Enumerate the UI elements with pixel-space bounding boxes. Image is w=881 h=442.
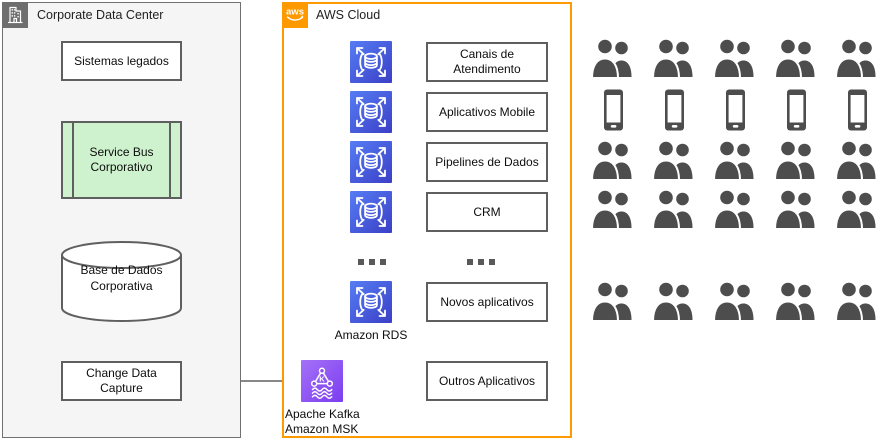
users-group-icon [652, 280, 697, 322]
process-bar [169, 123, 171, 197]
users-group-icon [774, 37, 819, 79]
users-group-icon [774, 280, 819, 322]
node-label: Novos aplicativos [440, 294, 534, 309]
users-group-icon [713, 139, 758, 181]
smartphone-icon [835, 89, 880, 131]
users-group-icon [774, 188, 819, 230]
users-group-icon [652, 139, 697, 181]
node-service-bus: Service Bus Corporativo [61, 121, 182, 199]
users-group-icon [652, 37, 697, 79]
users-group-icon [591, 139, 636, 181]
users-group-icon [713, 280, 758, 322]
kafka-label-line1: Apache Kafka [285, 407, 360, 421]
node-label: CRM [473, 204, 501, 219]
users-group-icon [835, 37, 880, 79]
kafka-label: Apache Kafka Amazon MSK [285, 407, 360, 436]
node-pipelines-de-dados: Pipelines de Dados [426, 142, 548, 182]
node-database-cylinder: Base de Dados Corporativa [61, 240, 182, 323]
users-group-icon [835, 188, 880, 230]
ellipsis-dots [467, 259, 495, 265]
users-group-icon [591, 188, 636, 230]
kafka-label-line2: Amazon MSK [285, 421, 359, 436]
node-label: Outros Aplicativos [438, 373, 536, 388]
aws-frame-title: AWS Cloud [316, 8, 381, 22]
node-label: Change Data Capture [86, 366, 157, 395]
node-change-data-capture: Change Data Capture [61, 361, 182, 401]
node-sistemas-legados: Sistemas legados [61, 41, 182, 81]
users-group-icon [835, 280, 880, 322]
users-group-icon [835, 139, 880, 181]
amazon-msk-kafka-icon [301, 360, 343, 402]
amazon-rds-icon [350, 91, 392, 133]
users-group-icon [591, 280, 636, 322]
users-group-icon [652, 188, 697, 230]
amazon-rds-icon [350, 281, 392, 323]
smartphone-icon [774, 89, 819, 131]
phones-row [591, 89, 880, 131]
users-group-icon [713, 37, 758, 79]
node-label: Canais de Atendimento [453, 47, 521, 76]
node-outros-aplicativos: Outros Aplicativos [426, 361, 548, 401]
users-group-icon [774, 139, 819, 181]
node-label: Pipelines de Dados [435, 154, 539, 169]
amazon-rds-icon [350, 141, 392, 183]
users-row [591, 139, 880, 181]
node-aplicativos-mobile: Aplicativos Mobile [426, 92, 548, 132]
node-label: Sistemas legados [74, 53, 169, 68]
users-group-icon [591, 37, 636, 79]
node-crm: CRM [426, 192, 548, 232]
corporate-building-icon [2, 2, 28, 28]
node-label: Aplicativos Mobile [438, 104, 536, 119]
corporate-frame-title: Corporate Data Center [37, 8, 164, 22]
users-row [591, 37, 880, 79]
ellipsis-dots [358, 259, 386, 265]
node-novos-aplicativos: Novos aplicativos [426, 282, 548, 322]
users-row [591, 280, 880, 322]
users-row [591, 188, 880, 230]
node-label: Service Bus Corporativo [89, 145, 154, 174]
smartphone-icon [652, 89, 697, 131]
amazon-rds-label: Amazon RDS [334, 328, 408, 342]
node-canais-de-atendimento: Canais de Atendimento [426, 42, 548, 82]
smartphone-icon [591, 89, 636, 131]
node-label: Base de Dados Corporativa [80, 263, 163, 293]
users-group-icon [713, 188, 758, 230]
smartphone-icon [713, 89, 758, 131]
aws-logo-icon [282, 2, 308, 28]
amazon-rds-icon [350, 41, 392, 83]
amazon-rds-icon [350, 191, 392, 233]
process-bar [72, 123, 74, 197]
